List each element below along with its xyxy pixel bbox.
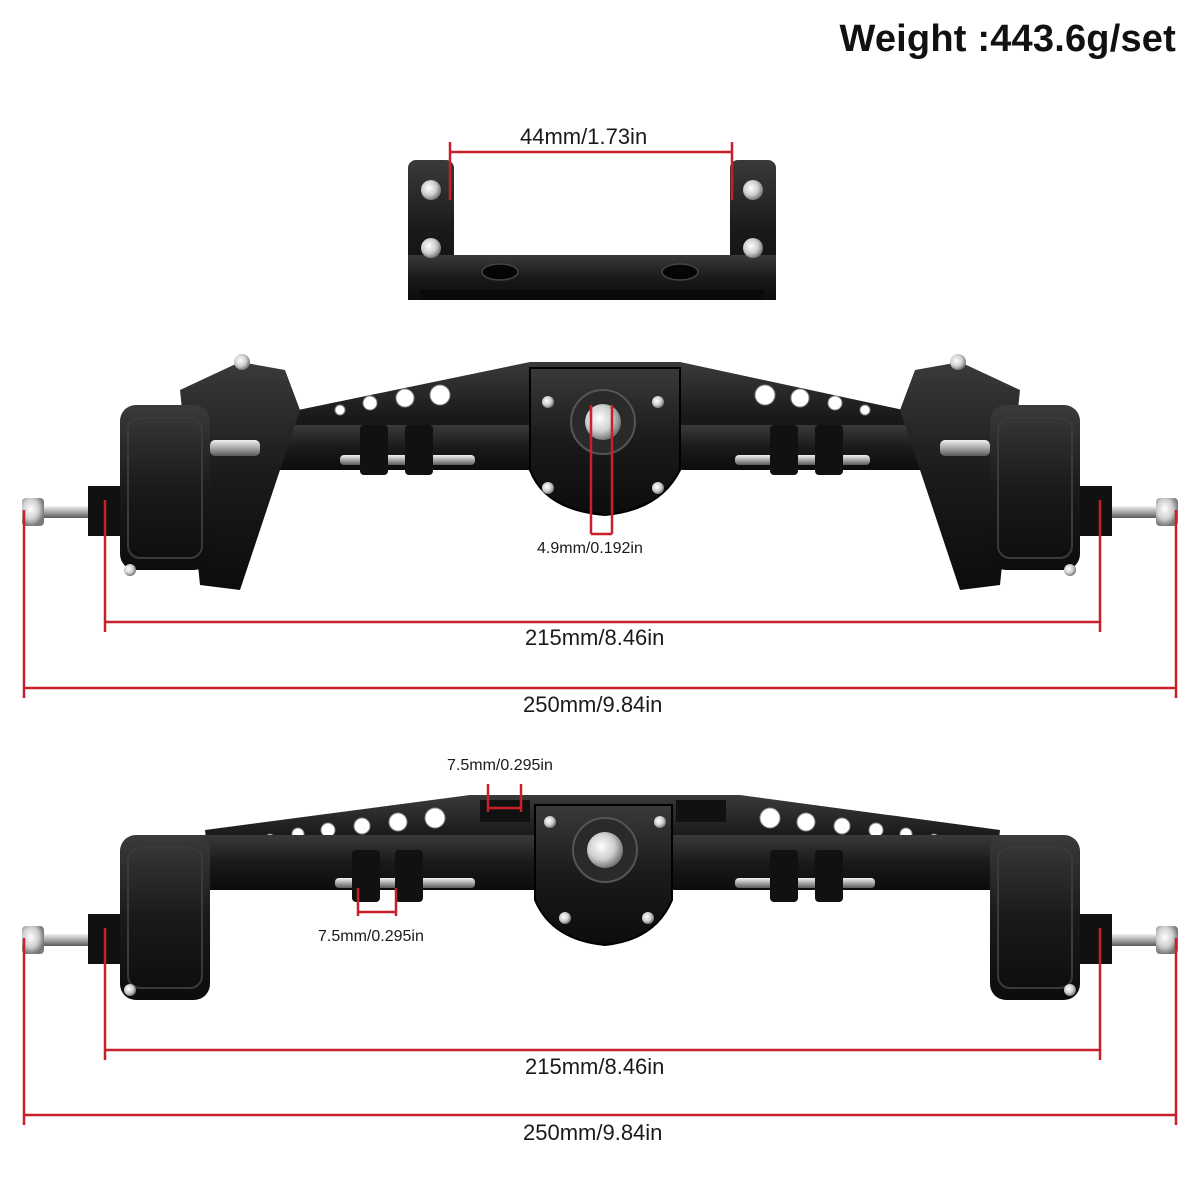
rear-axle [22, 795, 1178, 1000]
rear-mount-top-label: 7.5mm/0.295in [447, 757, 553, 774]
weight-title: Weight :443.6g/set [839, 18, 1176, 60]
rear-outer-width-label: 250mm/9.84in [523, 1120, 663, 1145]
front-inner-width-label: 215mm/8.46in [525, 625, 665, 650]
front-outer-width-label: 250mm/9.84in [523, 692, 663, 717]
front-axle [22, 354, 1178, 590]
rear-mount-bottom-label: 7.5mm/0.295in [318, 928, 424, 945]
dimension-lines [22, 142, 1178, 1125]
bracket-width-label: 44mm/1.73in [520, 124, 648, 149]
pinion-diameter-label: 4.9mm/0.192in [537, 540, 643, 557]
servo-bracket [408, 160, 776, 300]
rear-inner-width-label: 215mm/8.46in [525, 1054, 665, 1079]
